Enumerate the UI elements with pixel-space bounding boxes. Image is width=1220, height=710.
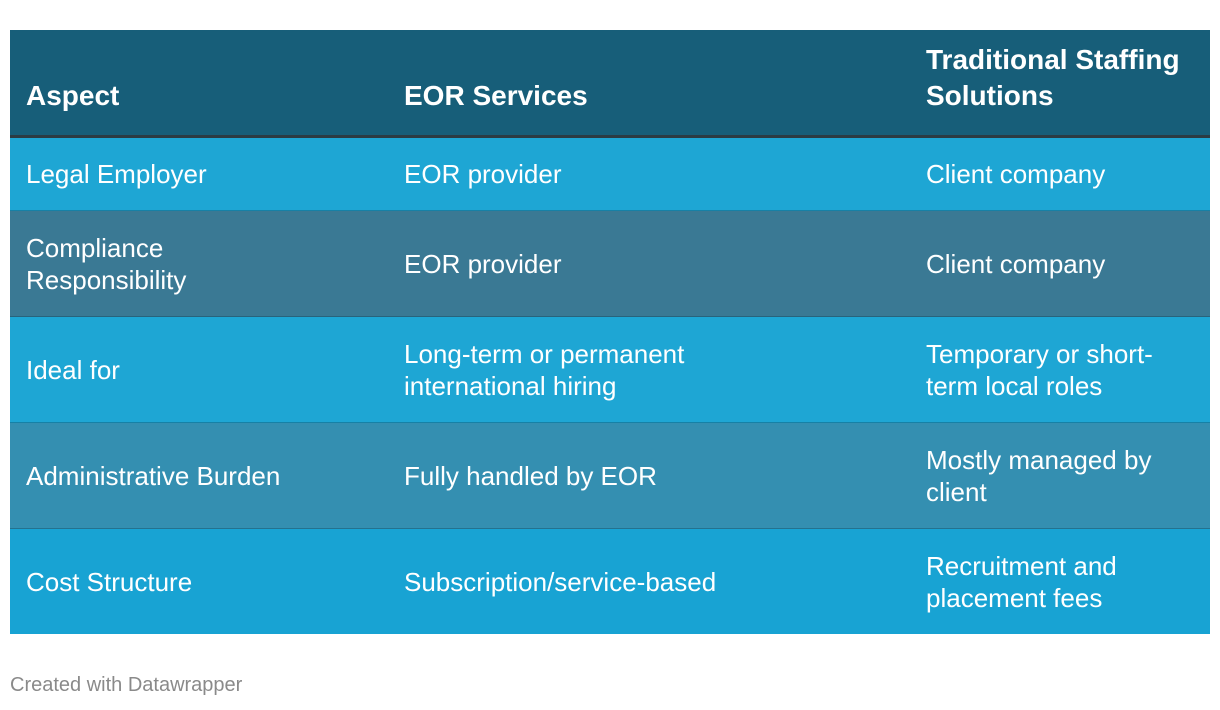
table-row: Ideal for Long-term or permanent interna… <box>10 317 1210 423</box>
table-row: Compliance Responsibility EOR provider C… <box>10 211 1210 317</box>
table-row: Administrative Burden Fully handled by E… <box>10 423 1210 529</box>
cell-aspect: Legal Employer <box>26 159 207 189</box>
table-row: Cost Structure Subscription/service-base… <box>10 529 1210 634</box>
header-eor-services: EOR Services <box>404 80 588 111</box>
comparison-table: Aspect EOR Services Traditional Staffing… <box>10 30 1210 634</box>
cell-traditional: Recruitment and placement fees <box>926 550 1117 613</box>
datawrapper-credit: Created with Datawrapper <box>10 674 243 696</box>
cell-eor: Long-term or permanent international hir… <box>404 338 685 401</box>
cell-aspect: Ideal for <box>26 354 120 385</box>
cell-traditional: Client company <box>926 159 1106 189</box>
cell-traditional: Temporary or short-term local roles <box>926 338 1153 401</box>
table-header-row: Aspect EOR Services Traditional Staffing… <box>10 30 1210 138</box>
cell-aspect: Compliance Responsibility <box>26 232 187 295</box>
cell-eor: EOR provider <box>404 248 562 279</box>
cell-aspect: Administrative Burden <box>26 460 281 491</box>
cell-eor: EOR provider <box>404 159 562 189</box>
cell-traditional: Client company <box>926 248 1106 279</box>
cell-aspect: Cost Structure <box>26 566 193 597</box>
header-traditional-staffing: Traditional Staffing Solutions <box>926 44 1180 111</box>
table-row: Legal Employer EOR provider Client compa… <box>10 138 1210 211</box>
cell-eor: Subscription/service-based <box>404 566 717 597</box>
cell-eor: Fully handled by EOR <box>404 460 657 491</box>
header-aspect: Aspect <box>26 80 120 111</box>
cell-traditional: Mostly managed by client <box>926 444 1152 507</box>
